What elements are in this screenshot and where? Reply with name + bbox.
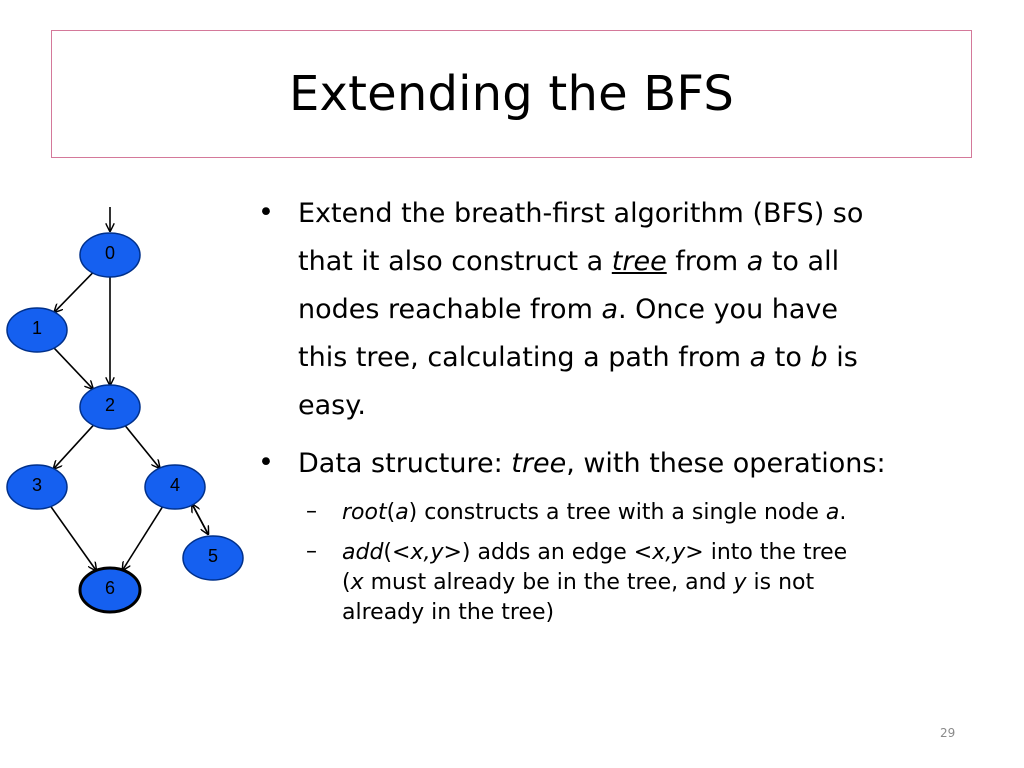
text-run: to all [763, 246, 840, 277]
node-circle [79, 232, 141, 278]
node-circle [6, 464, 68, 510]
text-run: Extend the breath-first algorithm (BFS) … [298, 198, 864, 229]
sub-text-add: add(<x,y>) adds an edge <x,y> into the t… [342, 538, 1010, 628]
dash-marker: – [306, 499, 317, 524]
text-run: this tree, calculating a path from [298, 342, 750, 373]
text-run: ) constructs a tree with a single node [408, 500, 826, 525]
sub-2-line-3: already in the tree) [342, 598, 1010, 628]
text-run: >) adds an edge < [443, 540, 653, 565]
bullet-marker: • [258, 197, 274, 228]
bullet-marker: • [258, 447, 274, 478]
node-circle [79, 384, 141, 430]
text-run: that it also construct a [298, 246, 612, 277]
emph-root: root [342, 500, 387, 525]
graph-node-1: 1 [6, 307, 68, 353]
node-circle [182, 535, 244, 581]
page-number: 29 [940, 726, 956, 740]
bullet-item-2: • Data structure: tree, with these opera… [258, 440, 1010, 488]
text-run: ( [342, 570, 351, 595]
node-label: 0 [105, 243, 115, 263]
node-label: 5 [208, 546, 218, 566]
text-run: must already be in the tree, and [363, 570, 734, 595]
node-label: 6 [105, 578, 115, 598]
emph-a: a [746, 246, 764, 277]
edge-1-2 [53, 347, 93, 389]
text-run: (< [383, 540, 411, 565]
sub-2-line-2: (x must already be in the tree, and y is… [342, 568, 1010, 598]
text-run: , with these operations: [566, 448, 886, 479]
emph-xy: x,y [410, 540, 444, 565]
edges-layer [50, 207, 209, 571]
slide-title: Extending the BFS [288, 66, 735, 122]
emph-tree: tree [511, 448, 567, 479]
sub-text-root: root(a) constructs a tree with a single … [342, 498, 1010, 528]
node-label: 3 [32, 475, 42, 495]
bullet-1-line-3: nodes reachable from a. Once you have [298, 286, 1010, 334]
graph-node-5: 5 [182, 535, 244, 581]
bullet-text-2: Data structure: tree, with these operati… [298, 440, 1010, 488]
bullet-1-line-4: this tree, calculating a path from a to … [298, 334, 1010, 382]
bullet-1-line-5: easy. [298, 382, 1010, 430]
emph-x: x [350, 570, 364, 595]
text-run: > into the tree [685, 540, 848, 565]
text-run: nodes reachable from [298, 294, 602, 325]
text-run: Data structure: [298, 448, 512, 479]
text-run: . Once you have [618, 294, 839, 325]
edge-0-1 [54, 272, 94, 312]
graph-node-4: 4 [144, 464, 206, 510]
emph-add: add [342, 540, 384, 565]
node-circle [78, 566, 142, 614]
emph-a: a [395, 500, 409, 525]
nodes-layer: 0 1 2 3 4 5 6 [6, 232, 244, 614]
sub-item-root: – root(a) constructs a tree with a singl… [306, 498, 1010, 528]
edge-5-4 [192, 504, 209, 535]
sub-2-line-1: add(<x,y>) adds an edge <x,y> into the t… [342, 538, 1010, 568]
emph-xy: x,y [652, 540, 686, 565]
graph-diagram: 0 1 2 3 4 5 6 [6, 207, 244, 614]
text-run: already in the tree) [342, 600, 555, 625]
edge-2-4 [124, 425, 159, 468]
edge-3-6 [50, 506, 96, 571]
emph-b: b [810, 342, 828, 373]
emph-tree: tree [611, 246, 667, 277]
emph-a: a [749, 342, 767, 373]
bullet-1-line-2: that it also construct a tree from a to … [298, 238, 1010, 286]
node-circle [6, 307, 68, 353]
dash-marker: – [306, 539, 317, 564]
graph-node-2: 2 [79, 384, 141, 430]
text-run: easy. [298, 390, 366, 421]
node-label: 4 [170, 475, 180, 495]
text-run: . [839, 500, 847, 525]
graph-node-6: 6 [78, 566, 142, 614]
text-run: is not [746, 570, 815, 595]
sub-1-line-1: root(a) constructs a tree with a single … [342, 498, 1010, 528]
emph-y: y [733, 570, 747, 595]
edge-4-6 [123, 506, 164, 570]
edge-2-3 [54, 424, 94, 468]
bullet-item-1: • Extend the breath-first algorithm (BFS… [258, 190, 1010, 430]
sub-item-add: – add(<x,y>) adds an edge <x,y> into the… [306, 538, 1010, 628]
node-label: 2 [105, 395, 115, 415]
sub-list: – root(a) constructs a tree with a singl… [258, 498, 1010, 628]
text-run: ( [386, 500, 396, 525]
bullet-2-line-1: Data structure: tree, with these operati… [298, 440, 1010, 488]
node-circle [144, 464, 206, 510]
graph-node-3: 3 [6, 464, 68, 510]
bullet-1-line-1: Extend the breath-first algorithm (BFS) … [298, 190, 1010, 238]
text-run: from [666, 246, 747, 277]
graph-node-0: 0 [79, 232, 141, 278]
text-run: to [766, 342, 811, 373]
emph-a: a [601, 294, 618, 325]
text-run: is [827, 342, 858, 373]
bullet-text-1: Extend the breath-first algorithm (BFS) … [298, 190, 1010, 430]
title-box: Extending the BFS [51, 30, 972, 158]
node-label: 1 [32, 318, 42, 338]
content-area: • Extend the breath-first algorithm (BFS… [258, 190, 1010, 638]
emph-a: a [825, 500, 840, 525]
